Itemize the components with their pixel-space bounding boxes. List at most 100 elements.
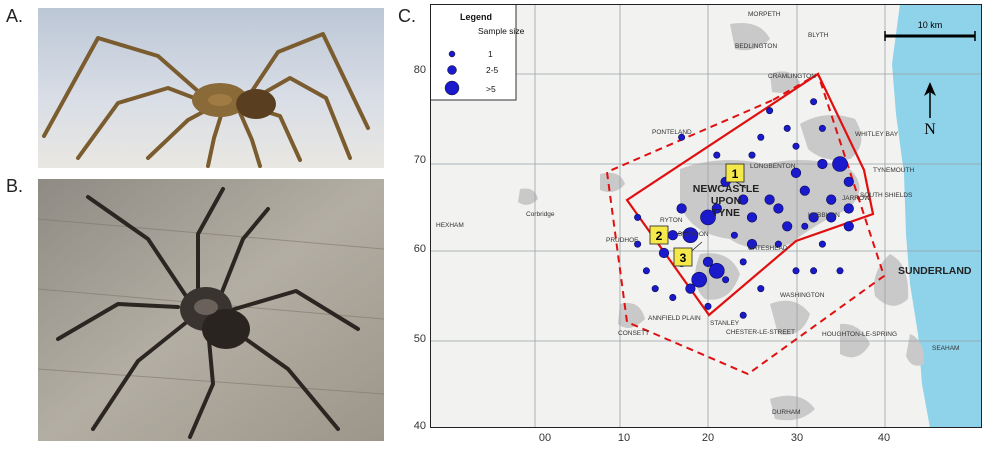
sample-point bbox=[678, 133, 686, 141]
town-label: PRUDHOE bbox=[606, 237, 639, 244]
sample-point bbox=[702, 256, 714, 267]
sample-points bbox=[634, 98, 854, 319]
legend-entry: >5 bbox=[486, 84, 496, 94]
sample-point bbox=[783, 124, 791, 132]
town-label: BEDLINGTON bbox=[735, 43, 777, 50]
town-label-newcastle: NEWCASTLE bbox=[693, 183, 760, 195]
sample-point bbox=[708, 262, 725, 279]
legend-symbol-small bbox=[448, 50, 456, 58]
sample-point bbox=[799, 185, 810, 196]
map-canvas: NEWCASTLE UPON TYNE SUNDERLAND MORPETH B… bbox=[429, 3, 982, 428]
town-label: HEXHAM bbox=[436, 222, 464, 229]
sample-point bbox=[766, 107, 774, 115]
map-frame bbox=[430, 4, 982, 428]
town-label: HOUGHTON-LE-SPRING bbox=[822, 331, 897, 338]
town-label-upon: UPON bbox=[711, 195, 741, 207]
sample-point bbox=[810, 267, 818, 275]
town-label: CONSETT bbox=[618, 330, 649, 337]
sample-point bbox=[757, 285, 765, 293]
sample-point bbox=[826, 212, 837, 223]
panel-label-c: C. bbox=[398, 6, 416, 26]
spider-photo-b bbox=[38, 179, 384, 441]
sample-point bbox=[738, 194, 749, 205]
panel-label-b: B. bbox=[6, 176, 24, 196]
north-label: N bbox=[924, 121, 936, 138]
sample-point bbox=[658, 247, 670, 259]
sample-point bbox=[711, 203, 722, 214]
sample-point bbox=[700, 209, 716, 226]
sample-point bbox=[642, 267, 650, 275]
sample-point bbox=[843, 221, 854, 232]
sample-point bbox=[667, 230, 678, 241]
x-tick-label: 30 bbox=[790, 432, 804, 444]
legend-symbol-medium bbox=[447, 65, 457, 75]
town-label: CRAMLINGTON bbox=[768, 73, 816, 80]
sample-point bbox=[790, 167, 802, 178]
sample-point bbox=[669, 293, 677, 301]
town-label: BLYTH bbox=[808, 32, 829, 39]
sample-point bbox=[722, 276, 730, 284]
y-tick-label: 80 bbox=[413, 64, 426, 76]
sample-point bbox=[739, 258, 747, 266]
sample-point bbox=[843, 176, 854, 187]
sample-point bbox=[676, 203, 687, 214]
town-label: LONGBENTON bbox=[750, 163, 796, 170]
site-marker-label: 2 bbox=[656, 229, 663, 243]
x-tick-label: 10 bbox=[617, 432, 631, 444]
minor-town-labels: MORPETH BEDLINGTON BLYTH CRAMLINGTON WHI… bbox=[436, 11, 959, 416]
town-label-tyne: TYNE bbox=[712, 207, 740, 219]
y-tick-label: 60 bbox=[413, 243, 426, 255]
sample-point bbox=[757, 133, 765, 141]
sample-point bbox=[792, 267, 800, 275]
sample-point bbox=[801, 222, 809, 230]
sample-point bbox=[792, 142, 800, 150]
sample-point bbox=[634, 213, 642, 221]
outer-survey-outline bbox=[605, 72, 886, 376]
y-tick-label: 50 bbox=[413, 333, 426, 345]
sample-point bbox=[773, 203, 784, 214]
site-marker-1: 1 bbox=[725, 163, 747, 189]
site-marker-label: 1 bbox=[732, 167, 739, 181]
sample-point bbox=[685, 283, 696, 294]
legend-size-title: Sample size bbox=[478, 26, 525, 36]
town-label: DURHAM bbox=[772, 409, 801, 416]
town-label: JARROW bbox=[842, 195, 871, 202]
distribution-map: NEWCASTLE UPON TYNE SUNDERLAND MORPETH B… bbox=[429, 3, 982, 428]
y-tick-label: 70 bbox=[413, 154, 426, 166]
map-legend: Legend Sample size 1 2-5 >5 bbox=[429, 3, 525, 101]
sample-point bbox=[836, 267, 844, 275]
sample-point bbox=[843, 203, 854, 214]
sea-area bbox=[892, 4, 982, 428]
town-label: SEAHAM bbox=[932, 345, 959, 352]
town-label: RYTON bbox=[660, 217, 683, 224]
spider-photo-a bbox=[38, 8, 384, 168]
town-label: WASHINGTON bbox=[780, 292, 825, 299]
north-arrow-icon: N bbox=[924, 82, 936, 138]
sample-point bbox=[774, 240, 782, 248]
sample-point bbox=[818, 124, 826, 132]
town-label: CHESTER-LE-STREET bbox=[726, 329, 795, 336]
sample-point bbox=[832, 156, 848, 172]
town-label: WHITLEY BAY bbox=[855, 131, 899, 138]
sample-point bbox=[704, 302, 712, 310]
map-grid bbox=[430, 4, 982, 428]
town-label: HEBBURN bbox=[808, 212, 840, 219]
town-label: SOUTH SHIELDS bbox=[860, 192, 913, 199]
sample-point bbox=[810, 98, 818, 106]
sample-point bbox=[730, 231, 738, 239]
town-label: BLAYDON bbox=[678, 231, 709, 238]
legend-entry: 2-5 bbox=[486, 65, 499, 75]
town-label: ANNFIELD PLAIN bbox=[648, 315, 701, 322]
town-label: STANLEY bbox=[710, 320, 740, 327]
legend-symbol-large bbox=[444, 80, 460, 96]
sample-point bbox=[782, 221, 793, 232]
town-label-sunderland: SUNDERLAND bbox=[898, 265, 972, 277]
sample-point bbox=[739, 311, 747, 319]
scale-bar-label: 10 km bbox=[918, 20, 943, 30]
town-label: PONTELAND bbox=[652, 129, 692, 136]
sample-point bbox=[746, 212, 758, 223]
y-tick-label: 40 bbox=[413, 420, 426, 432]
legend-title: Legend bbox=[460, 12, 492, 22]
sample-point bbox=[817, 158, 828, 170]
x-tick-label: 20 bbox=[701, 432, 715, 444]
